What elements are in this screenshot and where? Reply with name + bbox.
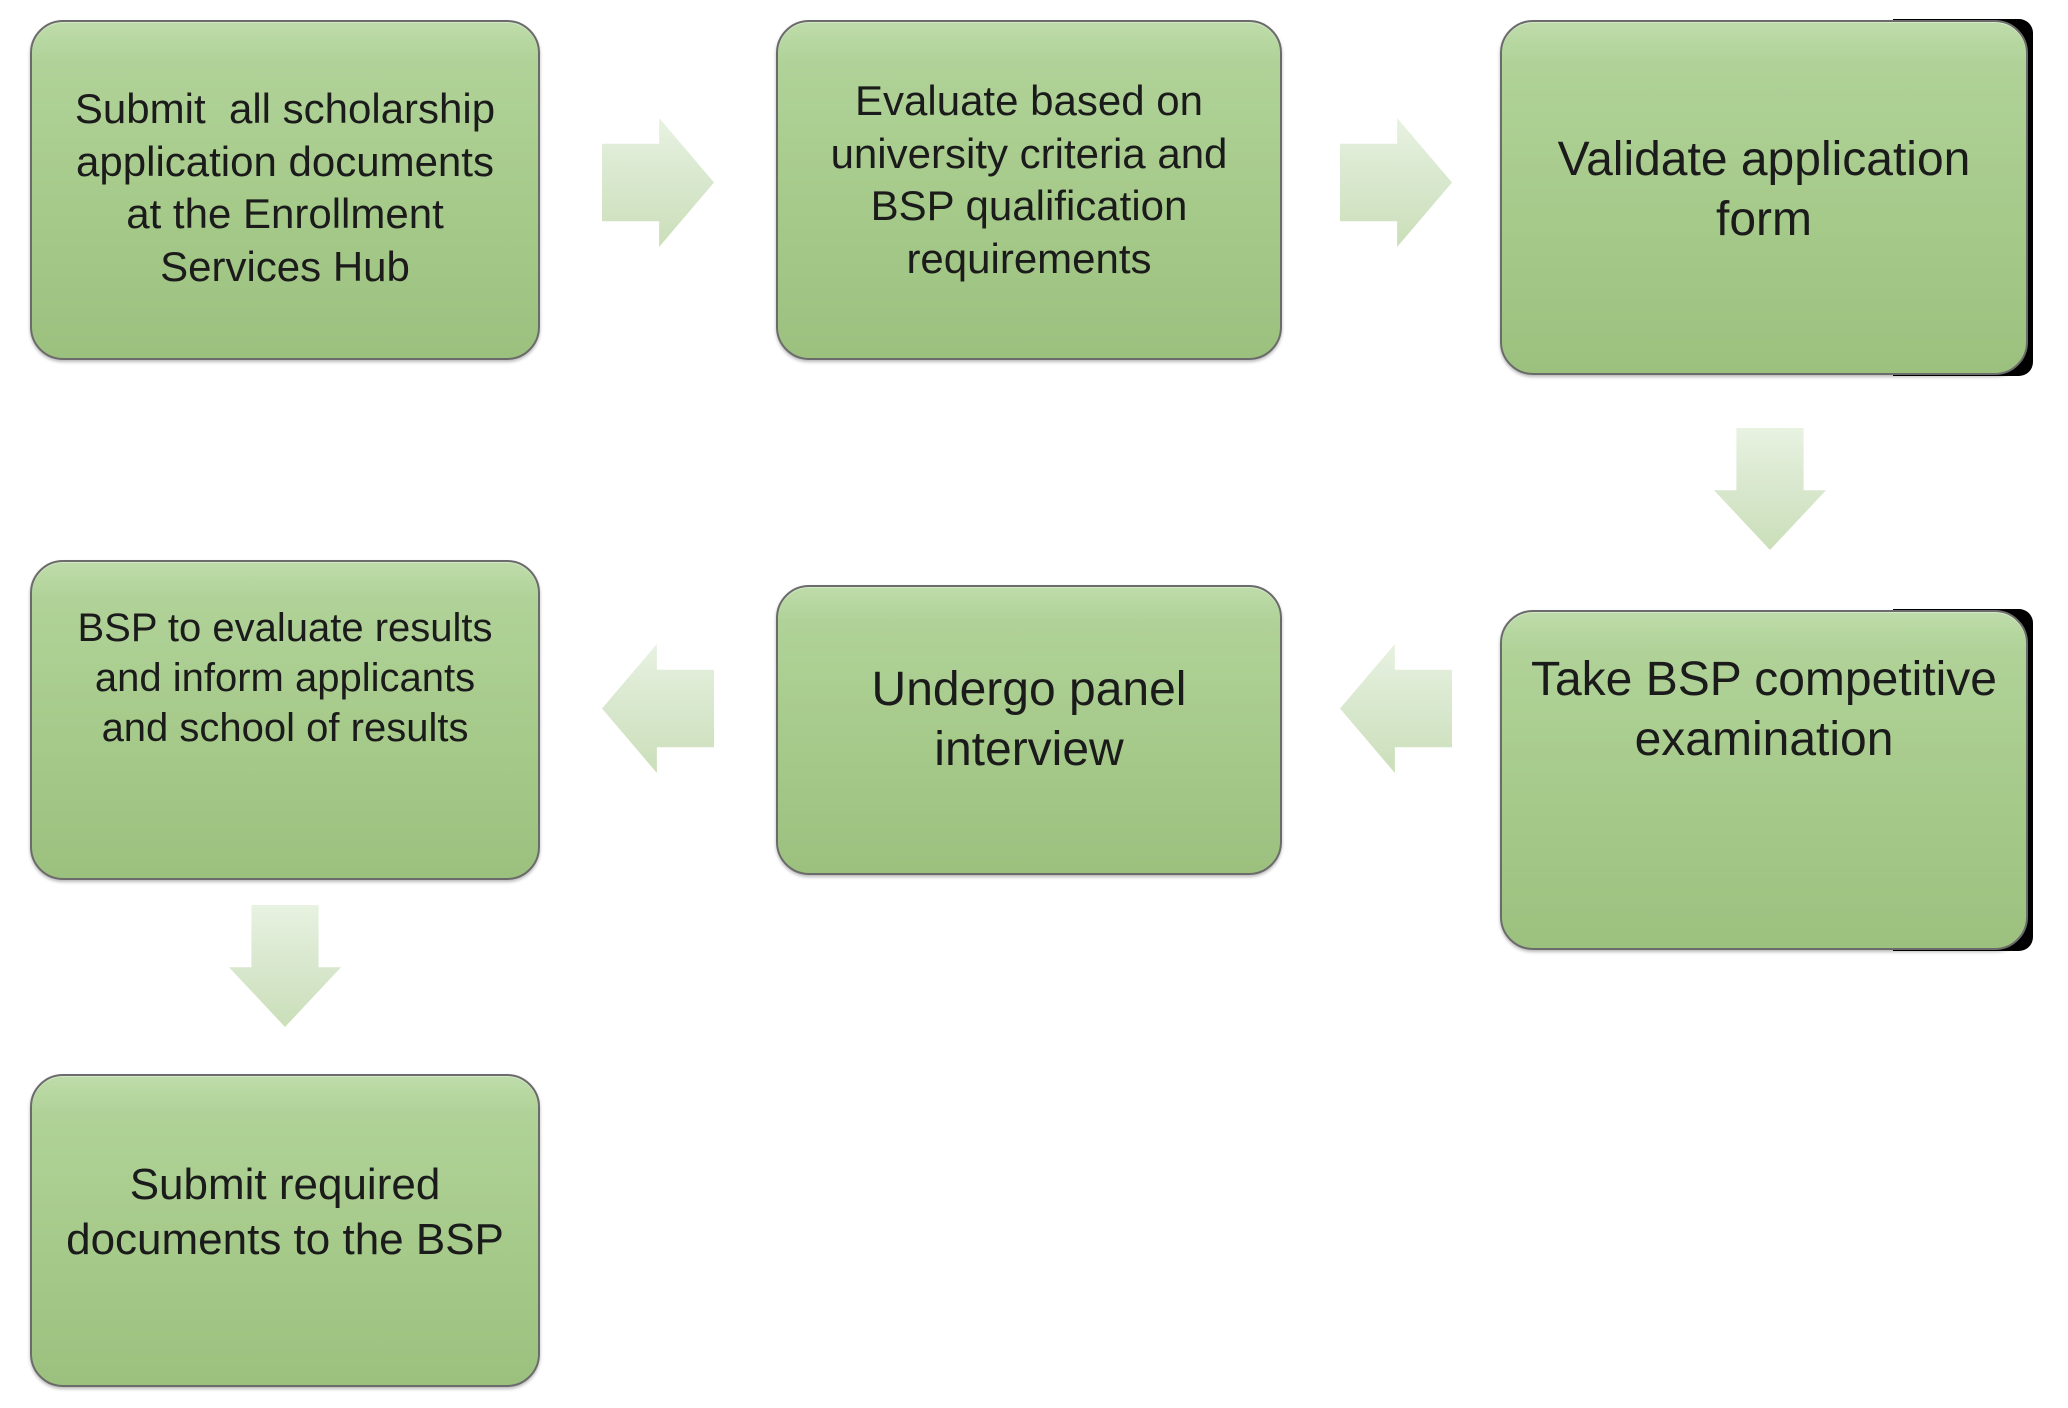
step-label: Submit required documents to the BSP	[66, 1160, 504, 1264]
step-label: Evaluate based on university criteria an…	[830, 77, 1228, 282]
arrow-down-icon	[229, 905, 341, 1027]
step-box-submit-to-bsp: Submit required documents to the BSP	[30, 1074, 540, 1387]
step-box-panel-interview: Undergo panel interview	[776, 585, 1282, 875]
arrow-left-icon	[1340, 644, 1452, 773]
arrow-down-icon	[1714, 428, 1826, 550]
step-label: Undergo panel interview	[871, 663, 1187, 776]
arrow-right-icon	[1340, 118, 1452, 247]
step-box-bsp-evaluate-results: BSP to evaluate results and inform appli…	[30, 560, 540, 880]
step-box-take-exam: Take BSP competitive examination	[1500, 609, 2033, 951]
step-box-submit-documents: Submit all scholarship application docum…	[30, 20, 540, 360]
step-box-evaluate-criteria: Evaluate based on university criteria an…	[776, 20, 1282, 360]
step-label: BSP to evaluate results and inform appli…	[77, 606, 493, 750]
step-label: Submit all scholarship application docum…	[74, 85, 496, 290]
step-label: Validate application form	[1557, 133, 1971, 246]
arrow-left-icon	[602, 644, 714, 773]
arrow-right-icon	[602, 118, 714, 247]
step-box-validate-form: Validate application form	[1500, 19, 2033, 376]
step-label: Take BSP competitive examination	[1530, 653, 1997, 766]
